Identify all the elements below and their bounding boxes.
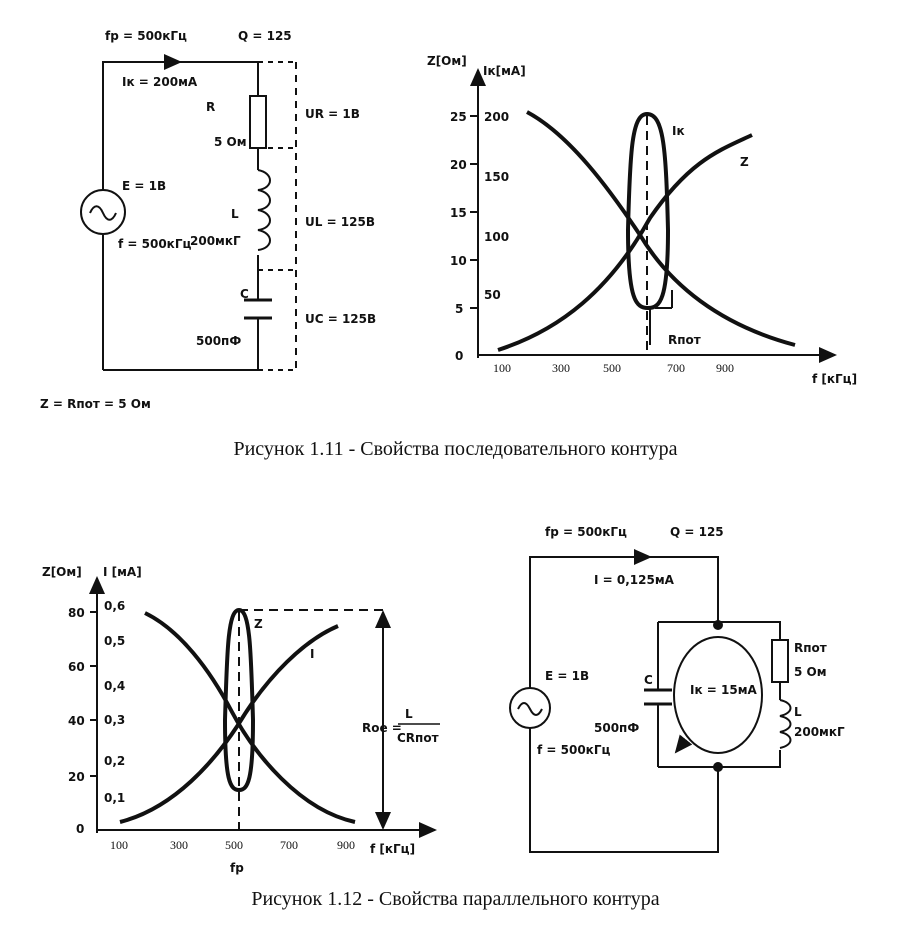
- parallel-capacitor-value: 500пФ: [594, 721, 639, 735]
- series-z-tick: 25: [450, 110, 467, 124]
- series-x-axis-label: f [кГц]: [812, 372, 857, 386]
- ul-label: UL = 125В: [305, 215, 375, 229]
- series-z-tick: 15: [450, 206, 467, 220]
- series-i-tick: 150: [484, 170, 509, 184]
- ur-label: UR = 1В: [305, 107, 360, 121]
- parallel-z-tick: 40: [68, 714, 85, 728]
- series-i-curve: [526, 110, 796, 347]
- series-bottom-note: Z = Rпот = 5 Ом: [40, 397, 151, 411]
- parallel-capacitor-label: C: [644, 673, 653, 687]
- uc-label: UC = 125В: [305, 312, 376, 326]
- figure-1-11-caption: Рисунок 1.11 - Свойства последовательног…: [233, 438, 678, 460]
- parallel-i-tick: 0,3: [104, 713, 125, 727]
- parallel-i-tick: 0,5: [104, 634, 125, 648]
- parallel-x-tick: 700: [280, 838, 298, 852]
- parallel-graph: [89, 576, 437, 838]
- resistor-label: R: [206, 100, 215, 114]
- parallel-i-tick: 0,4: [104, 679, 125, 693]
- parallel-z-ticks: 80 60 40 20 0: [68, 606, 85, 836]
- parallel-fp-circuit-label: fр = 500кГц: [545, 525, 627, 539]
- series-x-tick: 100: [493, 361, 511, 375]
- series-z-curve-label: Z: [740, 155, 749, 169]
- parallel-i-curve-label: I: [310, 647, 314, 661]
- series-current-label: Iк = 200мА: [122, 75, 198, 89]
- resistor-value: 5 Ом: [214, 135, 247, 149]
- parallel-x-tick: 900: [337, 838, 355, 852]
- roe-numerator: L: [405, 707, 413, 721]
- series-z-tick: 0: [455, 349, 463, 363]
- inductor-label: L: [231, 207, 239, 221]
- capacitor-label: C: [240, 287, 249, 301]
- roe-denominator: CRпот: [397, 731, 439, 745]
- series-x-tick: 700: [667, 361, 685, 375]
- parallel-x-tick: 100: [110, 838, 128, 852]
- parallel-resistor-label: Rпот: [794, 641, 827, 655]
- parallel-i-ticks: 0,6 0,5 0,4 0,3 0,2 0,1: [104, 599, 125, 805]
- source-freq-label: f = 500кГц: [118, 237, 191, 251]
- parallel-z-tick: 0: [76, 822, 84, 836]
- parallel-i-tick: 0,2: [104, 754, 125, 768]
- series-i-axis-label: Iк[мА]: [483, 64, 526, 78]
- series-z-axis-label: Z[Ом]: [427, 54, 467, 68]
- series-z-curve: [497, 133, 753, 352]
- parallel-z-axis-label: Z[Ом]: [42, 565, 82, 579]
- parallel-z-curve-label: Z: [254, 617, 263, 631]
- parallel-x-tick: 300: [170, 838, 188, 852]
- series-z-tick: 10: [450, 254, 467, 268]
- roe-label: Rое =: [362, 721, 402, 735]
- parallel-x-axis-label: f [кГц]: [370, 842, 415, 856]
- series-q-label: Q = 125: [238, 29, 292, 43]
- series-x-ticks: 100 300 500 700 900: [493, 361, 734, 375]
- parallel-z-tick: 80: [68, 606, 85, 620]
- parallel-z-tick: 60: [68, 660, 85, 674]
- parallel-inductor-label: L: [794, 705, 802, 719]
- series-z-tick: 20: [450, 158, 467, 172]
- series-graph: [470, 68, 837, 363]
- parallel-z-resonance-peak: [222, 607, 256, 793]
- parallel-emf-label: E = 1В: [545, 669, 589, 683]
- series-i-resonance-peak: [625, 111, 671, 311]
- parallel-z-tick: 20: [68, 770, 85, 784]
- series-x-tick: 500: [603, 361, 621, 375]
- parallel-current-label: I = 0,125мА: [594, 573, 675, 587]
- series-x-tick: 900: [716, 361, 734, 375]
- parallel-x-tick: 500: [225, 838, 243, 852]
- parallel-q-label: Q = 125: [670, 525, 724, 539]
- bottom-junction-node: [713, 762, 723, 772]
- loop-current-label: Iк = 15мА: [690, 683, 758, 697]
- series-z-tick: 5: [455, 302, 463, 316]
- parallel-i-curve: [144, 611, 356, 824]
- inductor-value: 200мкГ: [190, 234, 241, 248]
- top-junction-node: [713, 620, 723, 630]
- series-circuit: [80, 54, 297, 371]
- series-i-tick: 200: [484, 110, 509, 124]
- series-i-tick: 100: [484, 230, 509, 244]
- series-i-ticks: 200 150 100 50: [484, 110, 509, 302]
- parallel-x-ticks: 100 300 500 700 900: [110, 838, 355, 852]
- parallel-fp-label: fр: [230, 861, 244, 875]
- parallel-circuit: [509, 549, 792, 853]
- series-r-loss-label: Rпот: [668, 333, 701, 347]
- series-z-ticks: 25 20 15 10 5 0: [450, 110, 467, 363]
- parallel-i-tick: 0,1: [104, 791, 125, 805]
- capacitor-value: 500пФ: [196, 334, 241, 348]
- parallel-inductor-value: 200мкГ: [794, 725, 845, 739]
- series-x-tick: 300: [552, 361, 570, 375]
- series-fp-label: fр = 500кГц: [105, 29, 187, 43]
- emf-label: E = 1В: [122, 179, 166, 193]
- parallel-i-axis-label: I [мА]: [103, 565, 142, 579]
- parallel-source-freq-label: f = 500кГц: [537, 743, 610, 757]
- figure-1-12-caption: Рисунок 1.12 - Свойства параллельного ко…: [251, 888, 660, 910]
- parallel-resistor-value: 5 Ом: [794, 665, 827, 679]
- series-i-curve-label: Iк: [672, 124, 685, 138]
- series-i-tick: 50: [484, 288, 501, 302]
- parallel-i-tick: 0,6: [104, 599, 125, 613]
